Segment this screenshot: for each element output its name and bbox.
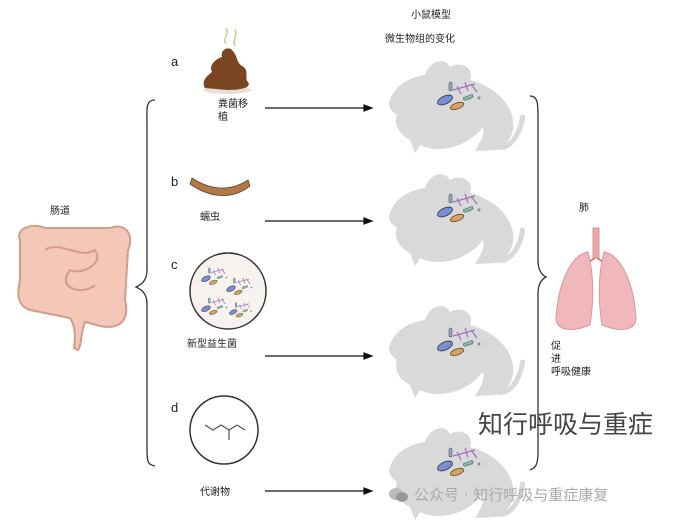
item-a-label-2: 植 bbox=[218, 112, 228, 123]
metabolite-molecule-icon bbox=[189, 395, 259, 465]
lung-label: 肺 bbox=[579, 203, 589, 214]
watermark-title: 知行呼吸与重症 bbox=[478, 410, 654, 439]
worm-icon bbox=[189, 177, 251, 196]
feces-icon bbox=[203, 27, 251, 94]
intestine-icon bbox=[17, 224, 132, 352]
wechat-icon bbox=[389, 487, 408, 502]
mouse-model-title: 小鼠模型 bbox=[411, 10, 451, 21]
item-b-letter: b bbox=[171, 174, 179, 189]
item-d-letter: d bbox=[171, 400, 179, 415]
gut-label: 肠道 bbox=[50, 206, 70, 217]
watermark-account-text: 公众号 · 知行呼吸与重症康复 bbox=[414, 486, 609, 504]
item-a-label-1: 粪菌移 bbox=[218, 99, 248, 110]
left-brace bbox=[134, 99, 156, 467]
lung-effect-line-1: 促 bbox=[551, 341, 561, 352]
item-a-letter: a bbox=[171, 54, 179, 69]
arrows bbox=[265, 104, 374, 495]
watermark-account: 公众号 · 知行呼吸与重症康复 bbox=[388, 484, 608, 505]
item-c-letter: c bbox=[171, 257, 178, 272]
item-d-label: 代谢物 bbox=[200, 487, 230, 498]
item-c-label: 新型益生菌 bbox=[187, 339, 237, 350]
right-brace bbox=[529, 95, 548, 471]
lung-effect-line-2: 进 bbox=[551, 354, 561, 365]
lung-effect-line-3: 呼吸健康 bbox=[551, 367, 591, 378]
mouse-models bbox=[389, 61, 523, 520]
lungs-icon bbox=[555, 227, 637, 330]
microbiome-change-title: 微生物组的变化 bbox=[385, 34, 455, 45]
item-b-label: 蠕虫 bbox=[200, 212, 220, 223]
probiotic-microbes-icon bbox=[189, 252, 267, 330]
